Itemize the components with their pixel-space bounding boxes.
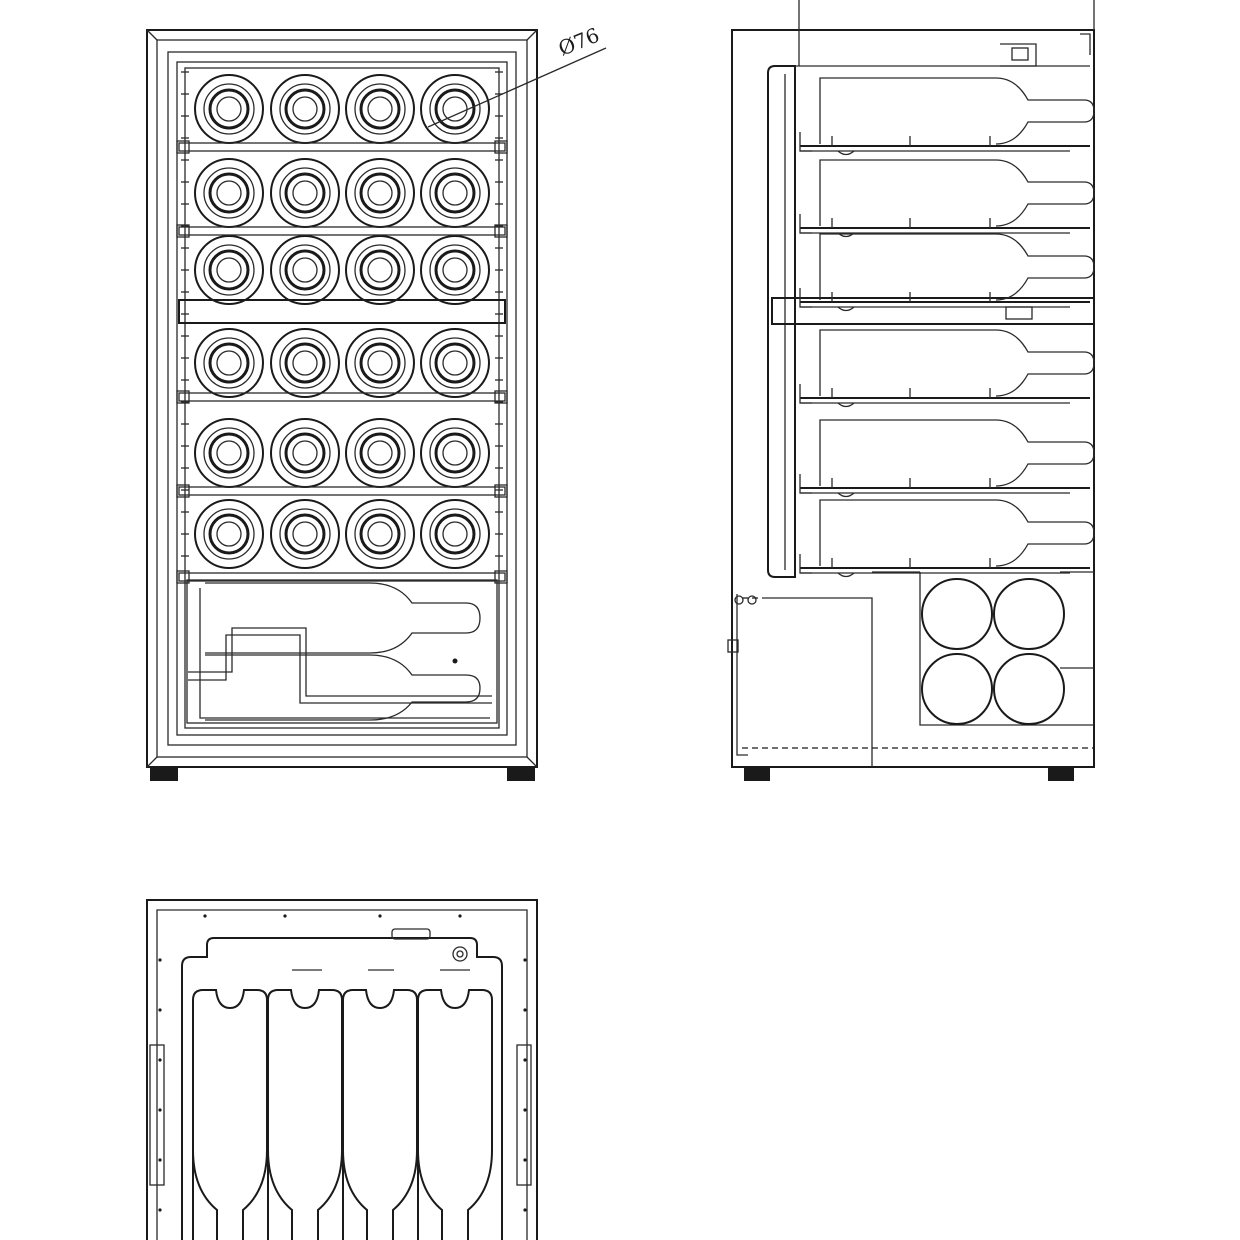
side-bottle-end bbox=[921, 653, 993, 725]
front-bottle-end bbox=[420, 74, 490, 144]
front-bottle-end bbox=[345, 499, 415, 569]
side-wire-shelf bbox=[799, 474, 1090, 498]
front-view: Ø76 bbox=[146, 23, 607, 781]
front-bottle-end bbox=[345, 235, 415, 305]
side-bottle-profile bbox=[819, 233, 1095, 301]
front-bottle-end bbox=[194, 418, 264, 488]
side-compressor-box bbox=[762, 597, 873, 767]
front-cabinet-outline bbox=[146, 29, 538, 768]
front-drawer-bottle-lower bbox=[205, 654, 481, 721]
top-bottle-outline bbox=[417, 989, 493, 1240]
top-view bbox=[146, 899, 538, 1240]
front-bottle-end bbox=[420, 328, 490, 398]
front-bottle-end bbox=[194, 158, 264, 228]
front-bottle-end bbox=[345, 328, 415, 398]
side-cabinet-outline bbox=[731, 29, 1095, 768]
side-bottle-profile bbox=[819, 329, 1095, 397]
front-wire-shelf bbox=[176, 484, 508, 498]
front-foot-right bbox=[507, 767, 535, 781]
side-foot-front bbox=[744, 767, 770, 781]
side-bottle-end bbox=[921, 578, 993, 650]
front-bottle-end bbox=[420, 418, 490, 488]
front-bottle-end bbox=[345, 158, 415, 228]
front-foot-left bbox=[150, 767, 178, 781]
front-wire-shelf bbox=[176, 140, 508, 154]
dimension-label: Ø76 bbox=[555, 23, 603, 61]
front-divider-shelf bbox=[178, 299, 506, 324]
front-bottle-end bbox=[270, 158, 340, 228]
side-wire-shelf bbox=[799, 554, 1090, 578]
dimension-leader-line bbox=[427, 47, 607, 128]
front-bottle-end bbox=[345, 418, 415, 488]
front-wire-shelf bbox=[176, 570, 508, 584]
top-bottle-outline bbox=[267, 989, 343, 1240]
top-bottle-outline bbox=[192, 989, 268, 1240]
front-bottle-end bbox=[194, 74, 264, 144]
front-drawer-bottle-upper bbox=[205, 582, 481, 654]
front-bottle-end bbox=[194, 328, 264, 398]
front-bottle-end bbox=[270, 235, 340, 305]
front-bottle-end bbox=[345, 74, 415, 144]
side-bottle-profile bbox=[819, 499, 1095, 567]
top-cabinet-outline bbox=[146, 899, 538, 1240]
side-bottle-profile bbox=[819, 419, 1095, 487]
side-view bbox=[727, 0, 1095, 781]
side-bottle-end bbox=[993, 653, 1065, 725]
front-bottle-end bbox=[420, 235, 490, 305]
side-wire-shelf bbox=[799, 132, 1090, 156]
front-drawer-rack bbox=[188, 627, 492, 697]
front-inner-cavity bbox=[184, 67, 500, 729]
side-bottle-profile bbox=[819, 77, 1095, 145]
front-bottle-end bbox=[270, 328, 340, 398]
front-bottle-end bbox=[270, 499, 340, 569]
side-door-profile bbox=[767, 65, 796, 578]
front-bottle-end bbox=[194, 499, 264, 569]
top-bottle-outline bbox=[342, 989, 418, 1240]
side-bottle-profile bbox=[819, 159, 1095, 227]
front-bottle-end bbox=[194, 235, 264, 305]
side-divider-shelf bbox=[771, 297, 1095, 325]
side-wire-shelf bbox=[799, 384, 1090, 408]
front-bottle-end bbox=[420, 158, 490, 228]
front-wire-shelf bbox=[176, 224, 508, 238]
side-foot-rear bbox=[1048, 767, 1074, 781]
front-bottle-end bbox=[270, 418, 340, 488]
front-bottom-drawer bbox=[186, 579, 498, 724]
side-bottle-end bbox=[993, 578, 1065, 650]
front-glass-panel bbox=[167, 51, 517, 746]
front-bottle-end bbox=[420, 499, 490, 569]
front-wire-shelf bbox=[176, 390, 508, 404]
side-wire-shelf bbox=[799, 214, 1090, 238]
side-wire-shelf bbox=[799, 288, 1090, 312]
front-bottle-end bbox=[270, 74, 340, 144]
front-door-frame bbox=[156, 39, 528, 758]
top-liner-outline bbox=[181, 937, 503, 1240]
